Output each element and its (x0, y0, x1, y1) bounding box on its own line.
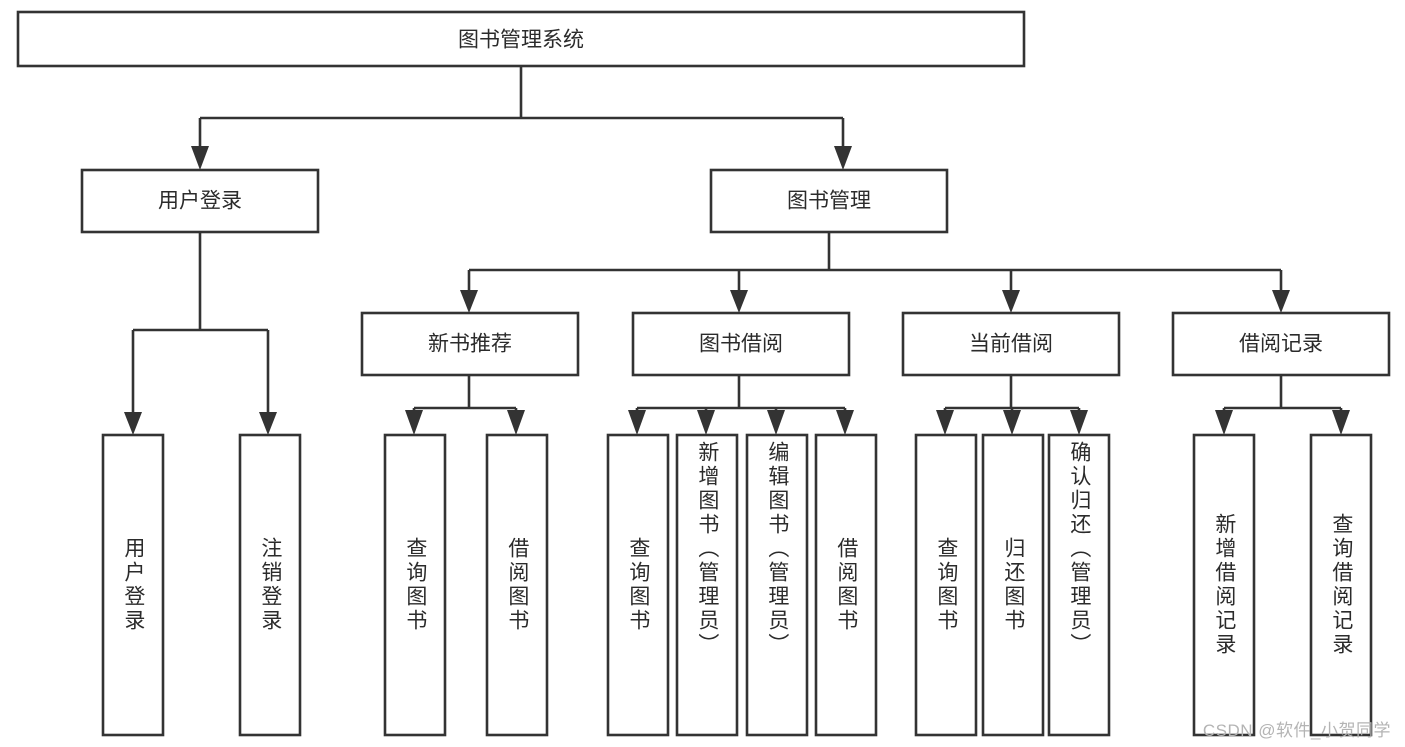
node-new-book-recommend-label: 新书推荐 (428, 333, 512, 356)
node-leaf-confirm-return[interactable]: 确认归还（管理员） (1047, 433, 1111, 737)
node-leaf-edit-book-label: 编辑图书（管理员） (765, 441, 789, 657)
connector-group-book-manage (460, 232, 1290, 313)
node-user-login-label: 用户登录 (158, 190, 242, 213)
arrow-head-leaf-query-book-3 (936, 410, 954, 435)
node-leaf-query-record-box[interactable] (1309, 433, 1373, 737)
node-leaf-logout-login-box[interactable] (238, 433, 302, 737)
arrow-head-leaf-query-book-2 (628, 410, 646, 435)
node-leaf-query-book-2[interactable]: 查询图书 (606, 433, 670, 737)
node-root-box[interactable] (16, 10, 1026, 68)
node-leaf-edit-book-box[interactable] (745, 433, 809, 737)
arrow-head-book-manage (834, 146, 852, 170)
arrow-head-leaf-logout-login (259, 412, 277, 435)
node-leaf-borrow-book-1-label: 借阅图书 (505, 537, 529, 633)
node-leaf-add-record-box[interactable] (1192, 433, 1256, 737)
node-current-borrow[interactable]: 当前借阅 (901, 311, 1121, 377)
node-current-borrow-box[interactable] (901, 311, 1121, 377)
node-leaf-borrow-book-2[interactable]: 借阅图书 (814, 433, 878, 737)
node-borrow-record[interactable]: 借阅记录 (1171, 311, 1391, 377)
node-leaf-return-book[interactable]: 归还图书 (981, 433, 1045, 737)
arrow-head-leaf-return-book (1003, 410, 1021, 435)
node-leaf-borrow-book-1-box[interactable] (485, 433, 549, 737)
node-leaf-logout-login[interactable]: 注销登录 (238, 433, 302, 737)
node-leaf-query-book-2-label: 查询图书 (626, 537, 650, 633)
arrow-head-leaf-add-record (1215, 410, 1233, 435)
node-book-borrow-label: 图书借阅 (699, 333, 783, 356)
connector-group-user-login (124, 232, 277, 435)
node-leaf-borrow-book-2-label: 借阅图书 (834, 537, 858, 633)
arrow-head-leaf-edit-book (767, 410, 785, 435)
node-leaf-query-book-3-box[interactable] (914, 433, 978, 737)
node-leaf-user-login[interactable]: 用户登录 (101, 433, 165, 737)
node-leaf-query-record[interactable]: 查询借阅记录 (1309, 433, 1373, 737)
node-leaf-confirm-return-box[interactable] (1047, 433, 1111, 737)
node-leaf-borrow-book-1[interactable]: 借阅图书 (485, 433, 549, 737)
node-leaf-query-book-1[interactable]: 查询图书 (383, 433, 447, 737)
arrow-head-current-borrow (1002, 290, 1020, 313)
arrow-head-leaf-confirm-return (1070, 410, 1088, 435)
connector-group-book-borrow (628, 375, 854, 435)
arrow-head-new-book-recommend (460, 290, 478, 313)
node-root[interactable]: 图书管理系统 (16, 10, 1026, 68)
node-leaf-add-book-box[interactable] (675, 433, 739, 737)
arrow-head-leaf-user-login (124, 412, 142, 435)
node-root-label: 图书管理系统 (458, 29, 584, 52)
node-new-book-recommend[interactable]: 新书推荐 (360, 311, 580, 377)
arrow-head-leaf-query-record (1332, 410, 1350, 435)
arrow-head-leaf-borrow-book-2 (836, 410, 854, 435)
node-book-manage[interactable]: 图书管理 (709, 168, 949, 234)
node-leaf-add-record[interactable]: 新增借阅记录 (1192, 433, 1256, 737)
arrow-head-leaf-add-book (697, 410, 715, 435)
node-leaf-query-book-1-box[interactable] (383, 433, 447, 737)
arrow-head-leaf-query-book-1 (405, 410, 423, 435)
node-current-borrow-label: 当前借阅 (969, 333, 1053, 356)
node-leaf-user-login-label: 用户登录 (121, 537, 145, 633)
node-new-book-recommend-box[interactable] (360, 311, 580, 377)
node-leaf-add-book[interactable]: 新增图书（管理员） (675, 433, 739, 737)
arrow-head-borrow-record (1272, 290, 1290, 313)
connector-group-new-book-recommend (405, 375, 525, 435)
node-leaf-confirm-return-label: 确认归还（管理员） (1067, 441, 1091, 657)
node-leaf-query-record-label: 查询借阅记录 (1329, 513, 1353, 657)
node-leaf-return-book-label: 归还图书 (1001, 537, 1025, 633)
connector-group-root (191, 66, 852, 170)
node-leaf-borrow-book-2-box[interactable] (814, 433, 878, 737)
node-leaf-query-book-1-label: 查询图书 (403, 537, 427, 633)
node-book-manage-box[interactable] (709, 168, 949, 234)
node-leaf-user-login-box[interactable] (101, 433, 165, 737)
node-leaf-add-book-label: 新增图书（管理员） (695, 441, 719, 657)
node-leaf-query-book-3[interactable]: 查询图书 (914, 433, 978, 737)
connector-group-current-borrow (936, 375, 1088, 435)
node-leaf-edit-book[interactable]: 编辑图书（管理员） (745, 433, 809, 737)
arrow-head-book-borrow (730, 290, 748, 313)
node-borrow-record-label: 借阅记录 (1239, 333, 1323, 356)
node-user-login[interactable]: 用户登录 (80, 168, 320, 234)
node-book-borrow[interactable]: 图书借阅 (631, 311, 851, 377)
arrow-head-leaf-borrow-book-1 (507, 410, 525, 435)
node-borrow-record-box[interactable] (1171, 311, 1391, 377)
node-leaf-add-record-label: 新增借阅记录 (1212, 513, 1236, 657)
node-leaf-query-book-3-label: 查询图书 (934, 537, 958, 633)
node-leaf-return-book-box[interactable] (981, 433, 1045, 737)
arrow-head-user-login (191, 146, 209, 170)
node-user-login-box[interactable] (80, 168, 320, 234)
node-leaf-logout-login-label: 注销登录 (258, 537, 282, 633)
node-book-manage-label: 图书管理 (787, 190, 871, 213)
connector-group-borrow-record (1215, 375, 1350, 435)
node-leaf-query-book-2-box[interactable] (606, 433, 670, 737)
node-book-borrow-box[interactable] (631, 311, 851, 377)
